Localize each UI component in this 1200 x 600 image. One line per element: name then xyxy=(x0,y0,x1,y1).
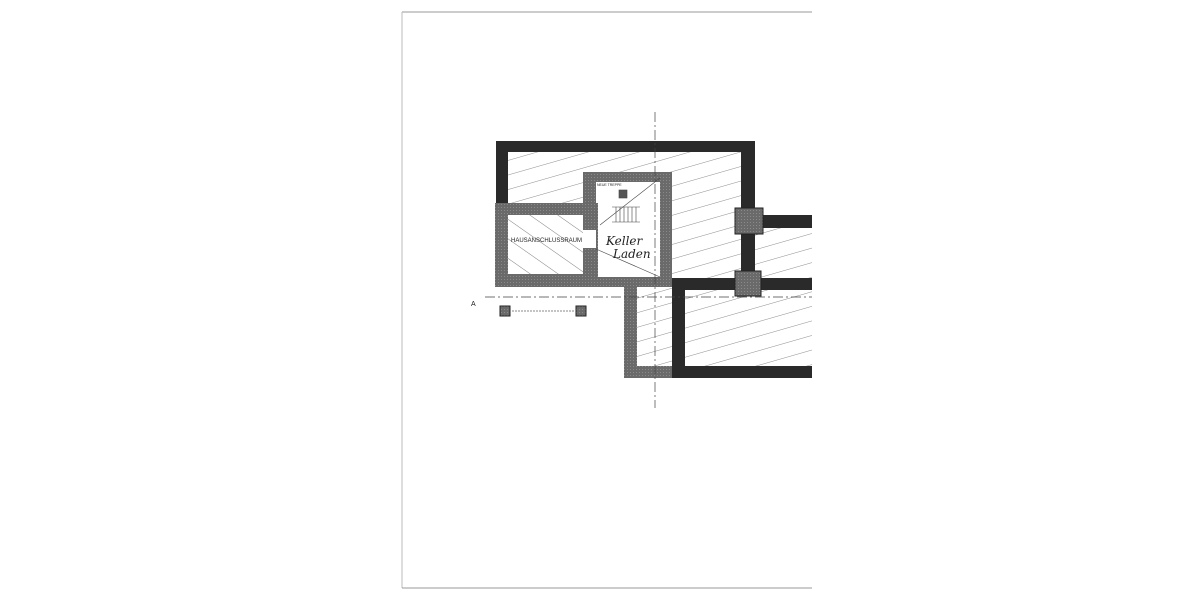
section-marker: A xyxy=(471,301,476,308)
pillars xyxy=(499,207,764,317)
paper-sheet xyxy=(401,11,812,589)
utility-room-label: HAUSANSCHLUSSRAUM xyxy=(511,238,582,244)
cellar-label-2: Laden xyxy=(612,247,651,261)
hatched-areas xyxy=(508,152,812,366)
new-walls xyxy=(495,172,672,378)
section-lines xyxy=(485,112,812,408)
staircase xyxy=(595,177,661,278)
cellar-label-1: Keller xyxy=(605,234,644,248)
stair-note: NEUE TREPPE xyxy=(597,183,622,187)
